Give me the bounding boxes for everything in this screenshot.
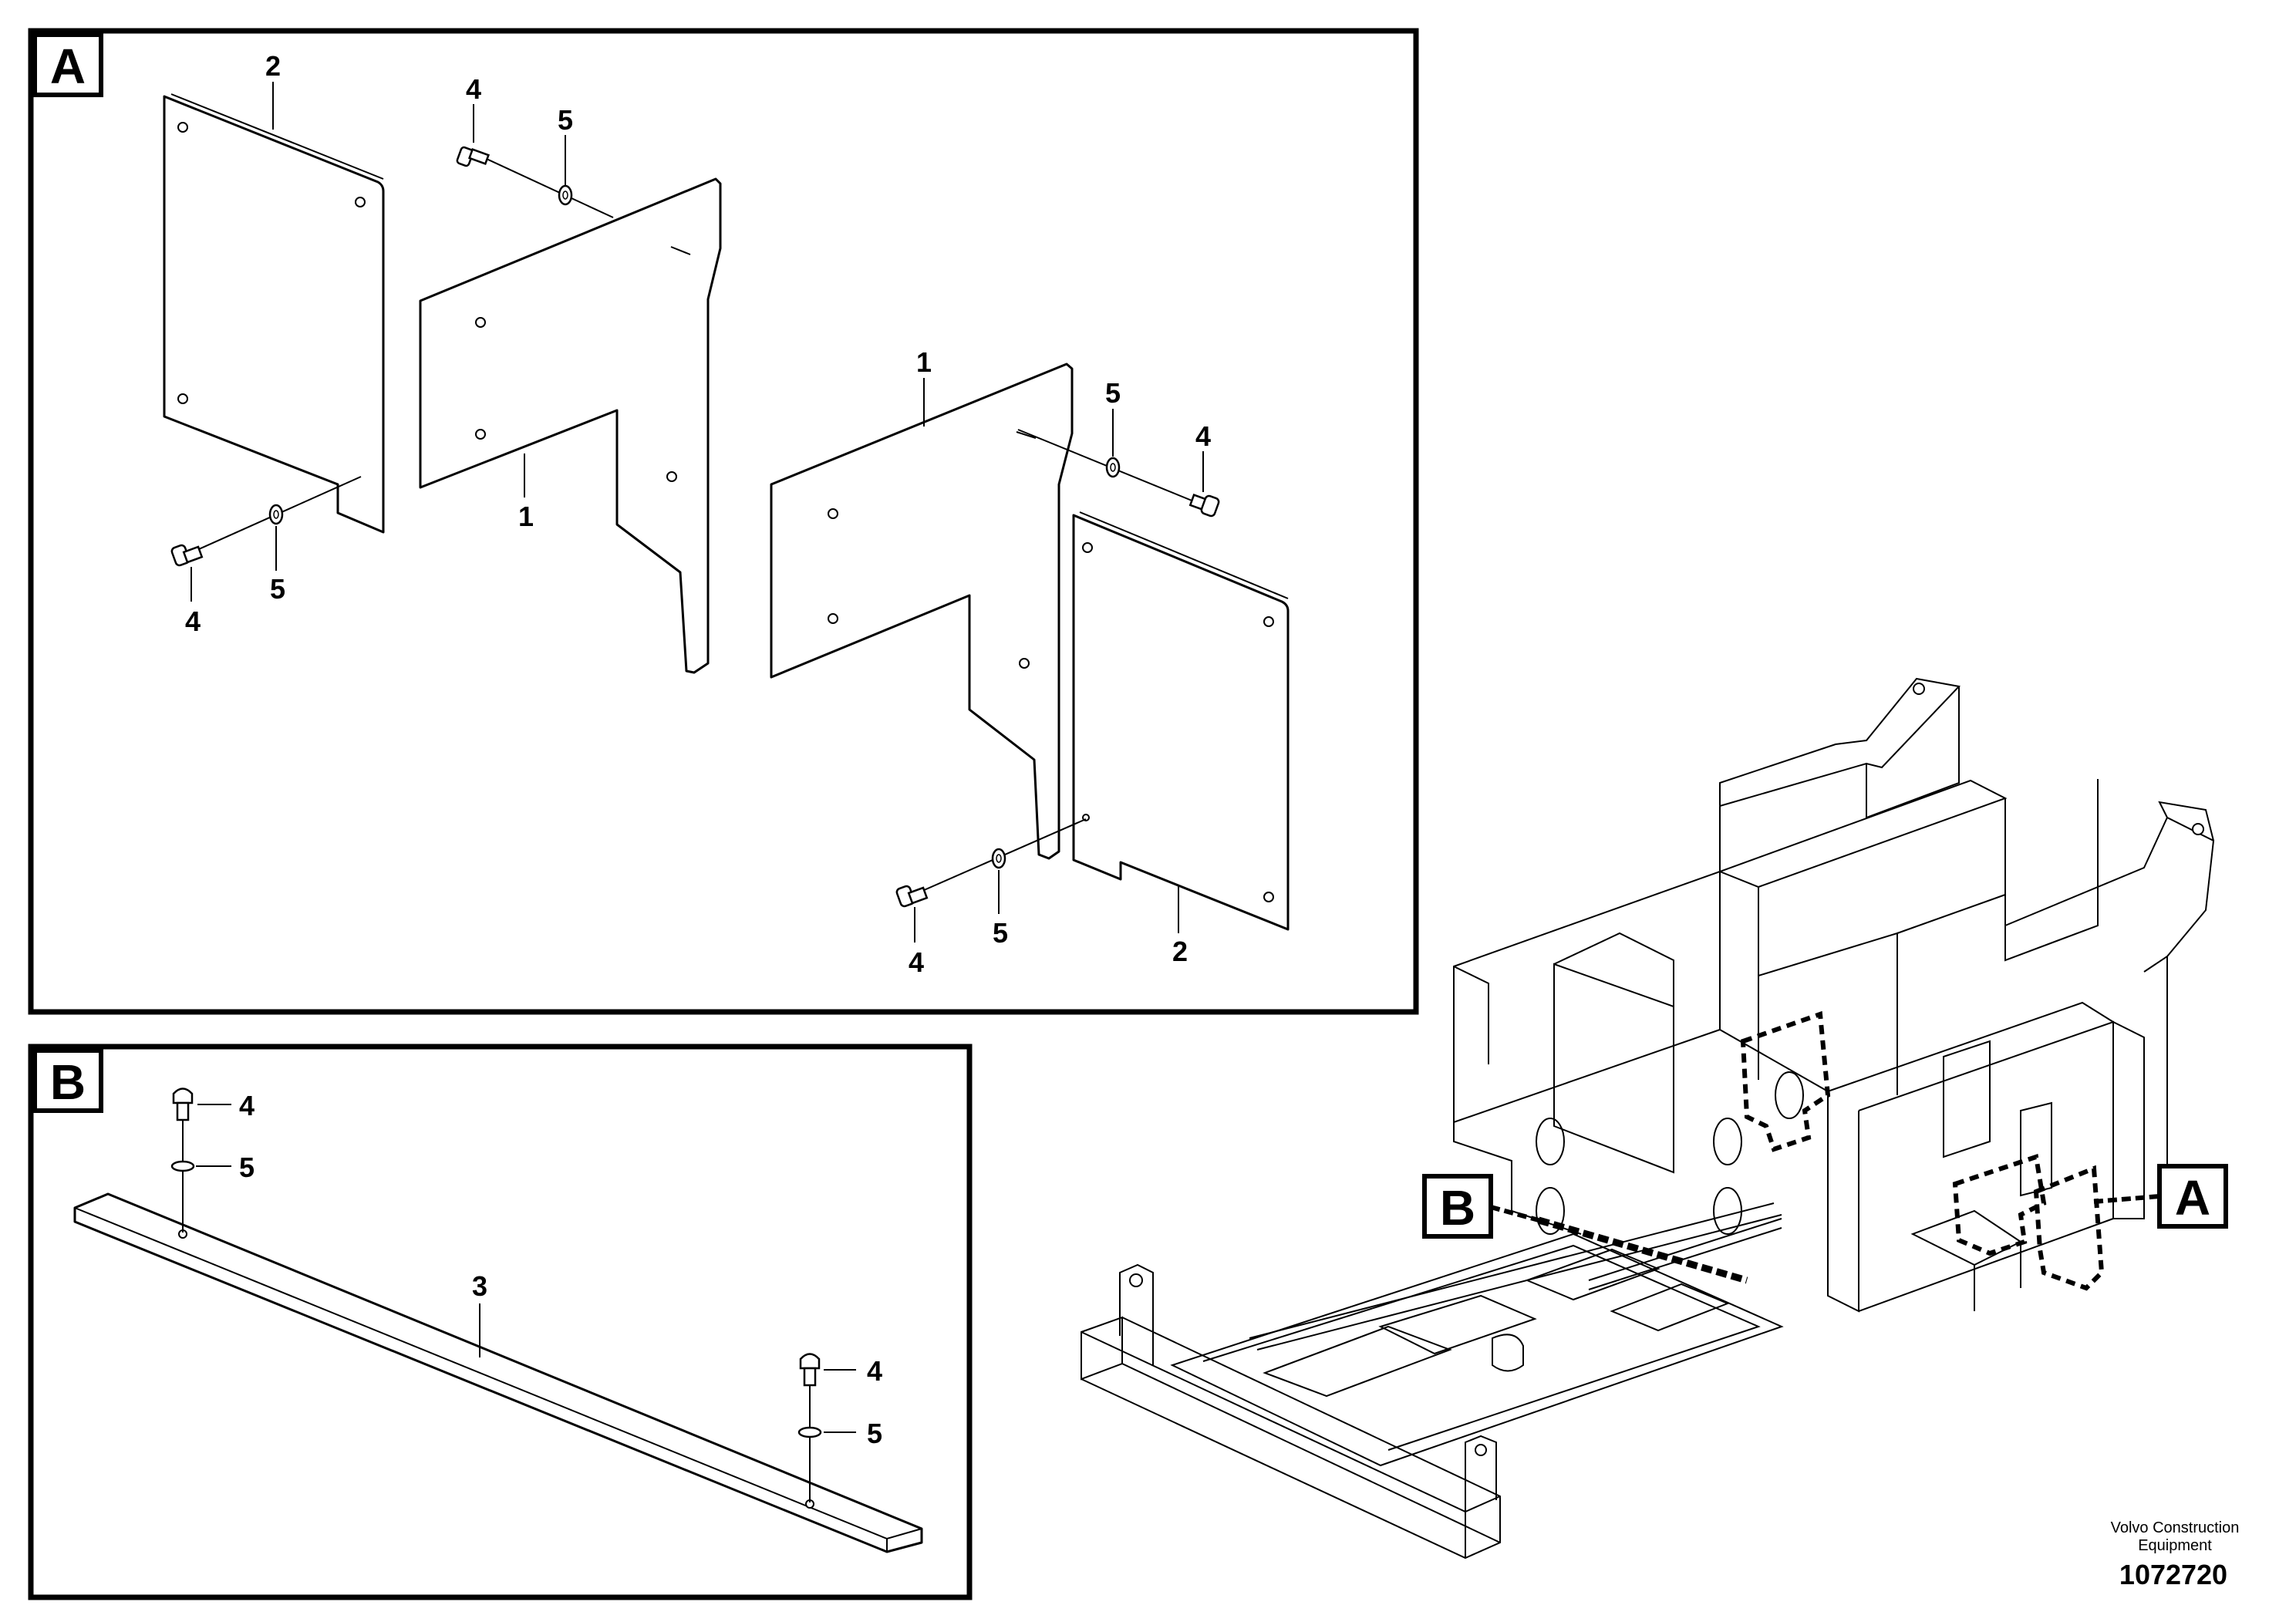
fastener-set-bottom xyxy=(895,818,1087,943)
title-block: Volvo Construction Equipment 1072720 xyxy=(2111,1519,2240,1590)
callout-1-lower: 1 xyxy=(916,346,932,378)
callout-4-bottom: 4 xyxy=(909,946,924,978)
callout-b-3: 3 xyxy=(472,1270,487,1302)
highlight-b xyxy=(1537,1216,1748,1284)
callout-5-right: 5 xyxy=(1105,377,1121,409)
detail-panel-b: B 4 5 3 4 xyxy=(28,1044,973,1600)
bolt-icon xyxy=(799,1353,821,1370)
panel-a-tag xyxy=(32,32,103,97)
bracket-panel-part-1-lower xyxy=(770,363,1074,860)
drawing-number: 1072720 xyxy=(2119,1559,2227,1590)
callout-4-right: 4 xyxy=(1195,420,1211,452)
marker-a-leader xyxy=(2093,1194,2160,1204)
cover-plate-part-2-lower xyxy=(1072,511,1290,931)
highlight-a-mid xyxy=(1952,1154,2047,1256)
bolt-icon xyxy=(1200,494,1220,518)
marker-a-label: A xyxy=(2175,1170,2210,1226)
fastener-set-left xyxy=(170,476,362,602)
callout-5-bottom: 5 xyxy=(993,917,1008,949)
detail-panel-a: A xyxy=(28,28,1419,1015)
bolt-icon xyxy=(172,1088,194,1104)
marker-b-leader xyxy=(1490,1205,1539,1222)
fastener-set-b-bottom xyxy=(797,1353,856,1502)
callout-b-5-bottom: 5 xyxy=(867,1418,882,1449)
marker-a-box xyxy=(2157,1164,2228,1229)
bracket-panel-part-1-upper xyxy=(419,177,722,674)
callout-b-5-top: 5 xyxy=(239,1152,255,1183)
fastener-set-b-top xyxy=(170,1088,231,1233)
callout-b-4-top: 4 xyxy=(239,1090,255,1121)
callout-1-upper: 1 xyxy=(518,501,534,532)
panel-b-label: B xyxy=(50,1054,86,1110)
panel-a-label: A xyxy=(50,39,86,94)
panel-b-border xyxy=(28,1044,973,1600)
highlight-a-left xyxy=(1740,1010,1831,1152)
washer-icon xyxy=(170,1160,195,1172)
machine-frame-overview: B A xyxy=(1081,677,2228,1560)
washer-icon xyxy=(797,1426,822,1438)
panel-b-tag xyxy=(32,1048,103,1113)
callout-2-upper: 2 xyxy=(265,50,281,82)
fastener-set-right xyxy=(1017,409,1220,518)
callout-5-left: 5 xyxy=(270,573,285,605)
flat-bar-part-3 xyxy=(73,1192,923,1553)
callout-4-upper: 4 xyxy=(466,73,481,105)
marker-b-label: B xyxy=(1440,1180,1475,1236)
marker-b-box xyxy=(1422,1174,1493,1239)
company-name-line2: Equipment xyxy=(2138,1537,2212,1554)
callout-b-4-bottom: 4 xyxy=(867,1355,882,1387)
callout-2-lower: 2 xyxy=(1172,936,1188,967)
cover-plate-part-2-upper xyxy=(163,93,385,534)
panel-a-border xyxy=(28,28,1419,1015)
callout-5-upper: 5 xyxy=(558,104,573,136)
fastener-set-upper xyxy=(456,104,614,218)
highlight-a-right xyxy=(2033,1165,2105,1291)
callout-4-left: 4 xyxy=(185,605,201,637)
company-name-line1: Volvo Construction xyxy=(2111,1519,2240,1536)
